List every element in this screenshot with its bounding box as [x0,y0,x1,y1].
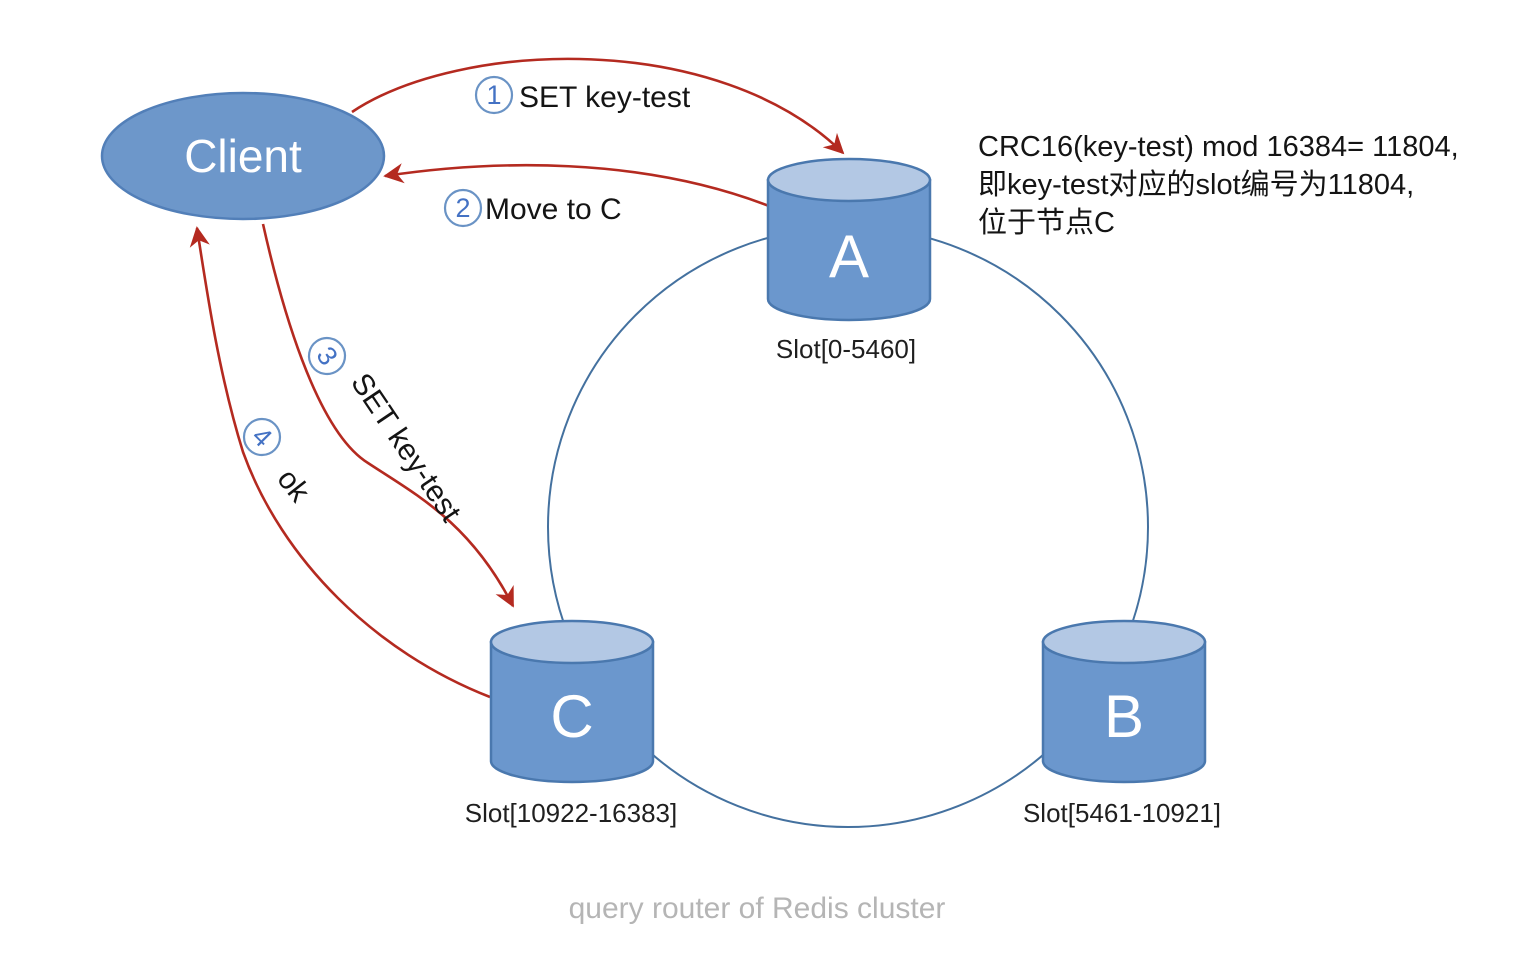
annotation-text: CRC16(key-test) mod 16384= 11804, 即key-t… [978,131,1459,239]
node-b-cylinder-body [1041,640,1207,784]
arrow-step3-client-to-c [261,223,515,608]
node-b: B [1041,619,1207,784]
arrow-step2-a-to-client [383,163,770,208]
step-2-badge-circle [443,188,483,228]
node-a-slot-label: Slot[0-5460] [776,334,916,364]
node-c-slot-label: Slot[10922-16383] [465,798,678,828]
node-c-label: C [550,683,593,750]
node-c: C [489,619,655,784]
step-2-number: 2 [455,193,470,223]
step-2-label: Move to C [485,193,622,226]
node-a-label: A [829,223,869,290]
diagram-caption: query router of Redis cluster [569,892,946,925]
node-a-cylinder-top [766,157,932,203]
node-b-cylinder-top [1041,619,1207,665]
annotation-line-2: 即key-test对应的slot编号为11804, [978,168,1414,201]
step-1-number: 1 [486,80,501,110]
annotation-line-1: CRC16(key-test) mod 16384= 11804, [978,131,1459,163]
node-b-slot-label: Slot[5461-10921] [1023,798,1221,828]
node-c-cylinder-body [489,640,655,784]
client-label: Client [184,130,302,182]
step-4-label: ok [270,463,316,509]
step-3-label: SET key-test [344,367,467,528]
client-shape [100,91,386,221]
node-b-label: B [1104,683,1144,750]
step-1-label: SET key-test [519,81,691,114]
step-4-badge: 4 [242,417,282,457]
node-c-cylinder-top [489,619,655,665]
step-1-badge-circle [474,75,514,115]
step-2-badge: 2 [443,188,483,228]
arrow-step4-c-to-client [189,226,491,699]
step-4-badge-circle [242,417,282,457]
node-a: A [766,157,932,322]
step-3-badge: 3 [307,336,347,376]
arrow-step1-client-to-a [351,57,845,155]
client-node: Client [100,91,386,221]
annotation-line-3: 位于节点C [978,206,1115,239]
step-1-badge: 1 [474,75,514,115]
step-3-badge-circle [307,336,347,376]
node-a-cylinder-body [766,178,932,322]
